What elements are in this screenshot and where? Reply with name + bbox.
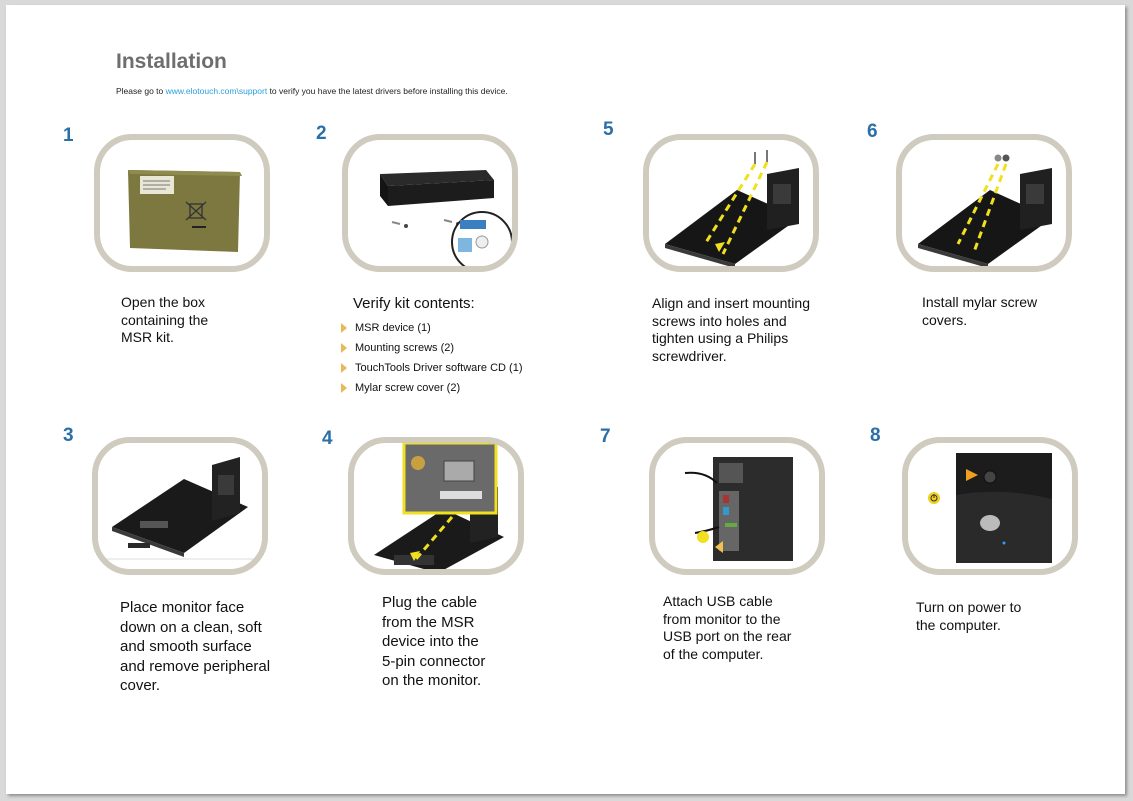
monitor-face-down-image — [98, 457, 262, 560]
step-1-caption: Open the box containing the MSR kit. — [121, 294, 209, 345]
page-title: Installation — [116, 50, 227, 73]
recycle-icon — [185, 201, 207, 221]
intro-before: Please go to — [116, 86, 166, 96]
step-3-number: 3 — [63, 425, 74, 446]
step-8-image-frame — [902, 437, 1078, 575]
step-6-caption: Install mylar screw covers. — [922, 294, 1038, 328]
step-4-caption: Plug the cable from the MSR device into … — [382, 594, 486, 689]
step-3-image-frame — [92, 437, 268, 575]
step-8-number: 8 — [870, 425, 881, 446]
mylar-covers-image — [918, 154, 1052, 266]
plug-cable-image — [374, 443, 504, 569]
list-item: MSR device (1) — [341, 318, 523, 338]
step-1-image-frame — [94, 134, 270, 272]
bullet-arrow-icon — [341, 363, 347, 373]
kit-contents-list: MSR device (1) Mounting screws (2) Touch… — [341, 318, 523, 398]
power-icon — [928, 492, 940, 504]
step-2-image-frame — [342, 134, 518, 272]
manual-page: Installation Please go to www.elotouch.c… — [6, 5, 1125, 794]
support-link[interactable]: www.elotouch.com\support — [165, 86, 268, 96]
bullet-arrow-icon — [341, 383, 347, 393]
step-7-image-frame — [649, 437, 825, 575]
step-5-caption: Align and insert mounting screws into ho… — [652, 295, 810, 364]
step-6-image-frame — [896, 134, 1072, 272]
step-2-number: 2 — [316, 123, 327, 144]
step-4-number: 4 — [322, 428, 333, 449]
step-1-number: 1 — [63, 125, 74, 146]
usb-icon — [697, 531, 709, 543]
step-2-caption: Verify kit contents: — [353, 295, 475, 312]
list-item: Mounting screws (2) — [341, 338, 523, 358]
align-screws-image — [665, 150, 799, 266]
step-6-number: 6 — [867, 121, 878, 142]
intro-after: to verify you have the latest drivers be… — [267, 86, 508, 96]
bullet-arrow-icon — [341, 323, 347, 333]
bullet-arrow-icon — [341, 343, 347, 353]
kit-contents-image — [380, 170, 512, 266]
power-on-image — [928, 453, 1052, 563]
step-8-caption: Turn on power to the computer. — [916, 599, 1022, 633]
step-5-image-frame — [643, 134, 819, 272]
intro-text: Please go to www.elotouch.com\support to… — [116, 85, 536, 98]
step-3-caption: Place monitor face down on a clean, soft… — [120, 599, 271, 694]
step-5-number: 5 — [603, 119, 614, 140]
step-7-caption: Attach USB cable from monitor to the USB… — [663, 593, 792, 662]
usb-rear-computer-image — [684, 457, 793, 561]
step-7-number: 7 — [600, 426, 611, 447]
msr-box-image — [128, 170, 242, 252]
cd-icon — [451, 211, 512, 266]
step-4-image-frame — [348, 437, 524, 575]
list-item: Mylar screw cover (2) — [341, 378, 523, 398]
list-item: TouchTools Driver software CD (1) — [341, 358, 523, 378]
